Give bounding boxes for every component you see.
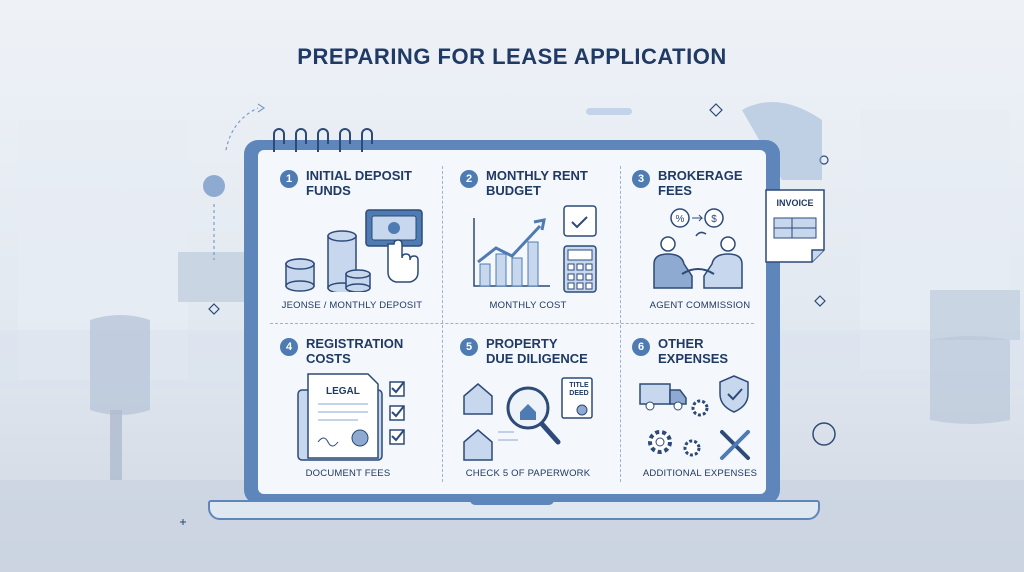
magnifier-house-icon [463, 377, 593, 461]
card-heading: INITIAL DEPOSIT FUNDS [306, 168, 412, 198]
card-caption: DOCUMENT FEES [305, 468, 391, 479]
title-deed-label: TITLE DEED [569, 382, 589, 397]
svg-text:$: $ [711, 214, 717, 225]
step-number-badge: 6 [632, 338, 650, 356]
step-number-badge: 3 [632, 170, 650, 188]
card-caption: MONTHLY COST [489, 300, 567, 311]
card-caption: JEONSE / MONTHLY DEPOSIT [281, 300, 423, 311]
card-caption: CHECK 5 OF PAPERWORK [465, 468, 591, 479]
growth-chart-calculator-icon [473, 205, 597, 293]
card-heading: REGISTRATION COSTS [306, 336, 404, 366]
card-heading: OTHER EXPENSES [658, 336, 729, 366]
legal-document-icon [297, 373, 405, 461]
card-caption: AGENT COMMISSION [649, 300, 751, 311]
grid-divider [620, 166, 621, 482]
card-monthly-rent: 2 MONTHLY RENT BUDGET MONTHLY COST [440, 150, 600, 311]
card-heading: BROKERAGE FEES [658, 168, 743, 198]
grid-divider [270, 323, 754, 324]
handshake-icon: % $ [653, 208, 743, 289]
card-registration-costs: 4 REGISTRATION COSTS LEGAL DOCUMENT FEES [260, 318, 420, 479]
card-heading: MONTHLY RENT BUDGET [486, 168, 588, 198]
invoice-label: INVOICE [776, 198, 814, 208]
invoice-icon [765, 189, 825, 263]
legal-doc-label: LEGAL [326, 386, 360, 397]
card-initial-deposit: 1 INITIAL DEPOSIT FUNDS JEONSE / MONTHLY… [260, 150, 423, 311]
notebook-spiral-icon [273, 128, 373, 152]
invoice-document: INVOICE [764, 188, 826, 264]
step-number-badge: 5 [460, 338, 478, 356]
laptop-notch [470, 500, 554, 505]
step-number-badge: 2 [460, 170, 478, 188]
grid-divider [442, 166, 443, 482]
step-number-badge: 4 [280, 338, 298, 356]
page-title: PREPARING FOR LEASE APPLICATION [297, 44, 727, 69]
card-caption: ADDITIONAL EXPENSES [642, 468, 758, 479]
card-other-expenses: 6 OTHER EXPENSES ADDITIONAL EXPENSES [612, 318, 772, 479]
card-brokerage-fees: 3 BROKERAGE FEES % $ AGENT COMMISSION [612, 150, 772, 311]
card-heading: PROPERTY DUE DILIGENCE [486, 336, 588, 366]
card-property-due-diligence: 5 PROPERTY DUE DILIGENCE TITLE DEED CHEC… [440, 318, 600, 479]
coins-and-cash-icon [285, 209, 423, 292]
truck-gears-tools-icon [639, 375, 750, 460]
svg-text:%: % [676, 214, 685, 225]
step-number-badge: 1 [280, 170, 298, 188]
